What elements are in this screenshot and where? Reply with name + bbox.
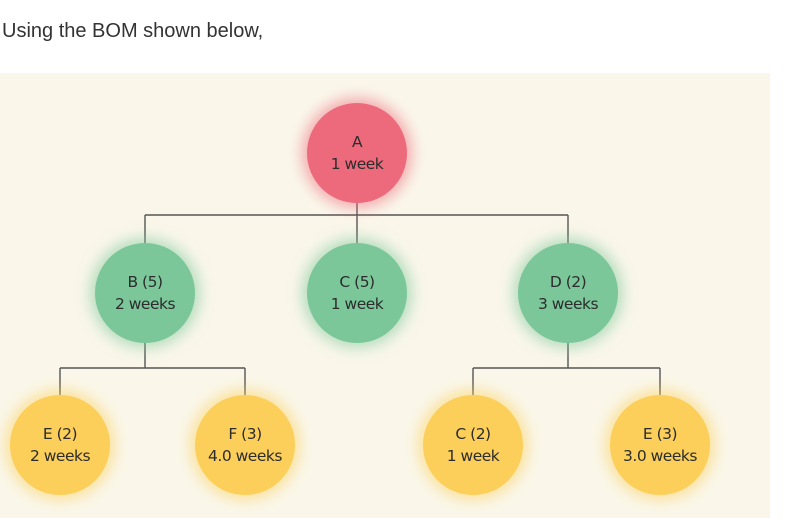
node-e-under-d-label: E (3): [642, 425, 678, 443]
node-c-under-d: C (2) 1 week: [423, 395, 523, 495]
node-e-under-b-label: E (2): [42, 425, 78, 443]
bom-diagram: A 1 week B (5) 2 weeks C (5) 1 week D (2…: [0, 73, 770, 518]
node-c-under-d-leadtime: 1 week: [446, 447, 500, 465]
node-a-leadtime: 1 week: [330, 155, 384, 173]
node-f: F (3) 4.0 weeks: [195, 395, 295, 495]
node-b: B (5) 2 weeks: [95, 243, 195, 343]
node-c: C (5) 1 week: [307, 243, 407, 343]
node-c-label: C (5): [339, 273, 375, 291]
node-e-under-d-leadtime: 3.0 weeks: [623, 447, 697, 465]
node-a-label: A: [351, 133, 363, 151]
node-c-under-d-label: C (2): [455, 425, 491, 443]
node-f-leadtime: 4.0 weeks: [208, 447, 282, 465]
node-d-leadtime: 3 weeks: [537, 295, 599, 313]
node-b-label: B (5): [127, 273, 163, 291]
node-d-label: D (2): [549, 273, 587, 291]
node-b-leadtime: 2 weeks: [114, 295, 176, 313]
node-a: A 1 week: [307, 103, 407, 203]
node-e-under-d: E (3) 3.0 weeks: [610, 395, 710, 495]
node-d: D (2) 3 weeks: [518, 243, 618, 343]
node-c-leadtime: 1 week: [330, 295, 384, 313]
node-f-label: F (3): [228, 425, 262, 443]
node-e-under-b-leadtime: 2 weeks: [29, 447, 91, 465]
bom-connectors: [59, 153, 661, 398]
node-e-under-b: E (2) 2 weeks: [10, 395, 110, 495]
intro-text: Using the BOM shown below,: [2, 20, 264, 42]
